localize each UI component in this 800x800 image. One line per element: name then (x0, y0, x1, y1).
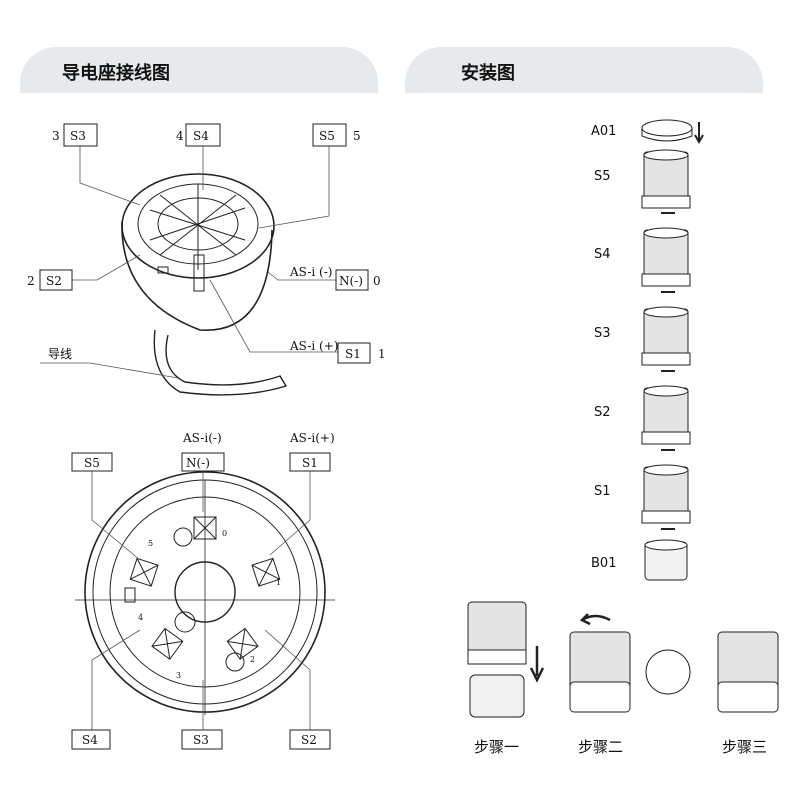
stack-label-s2: S2 (594, 405, 611, 420)
install-stack-drawing (467, 119, 779, 718)
pin-num-1: 1 (378, 347, 386, 361)
top-text-n: N(-) (186, 456, 210, 470)
pin-mark-4: 4 (138, 613, 143, 622)
stack-label-s3: S3 (594, 326, 611, 341)
pin-num-3: 3 (52, 129, 60, 143)
box-text-s2: S2 (46, 274, 62, 288)
bottom-text-s2: S2 (301, 733, 317, 747)
pin-num-5: 5 (353, 129, 361, 143)
connector-base-top-view (75, 471, 335, 715)
wire-label: 导线 (48, 347, 72, 361)
top-box-s1 (289, 452, 331, 472)
label-box-s1 (337, 342, 371, 364)
pin-mark-5: 5 (148, 539, 153, 548)
stack-label-s1: S1 (594, 484, 611, 499)
top-note-asi-plus: AS-i(+) (289, 431, 335, 445)
pin-mark-2: 2 (250, 655, 255, 664)
label-box-s5 (312, 123, 347, 147)
stack-label-s4: S4 (594, 247, 611, 262)
stack-label-a01: A01 (591, 124, 616, 139)
top-box-s5 (71, 452, 113, 472)
note-asi-plus: AS-i (+) (289, 339, 338, 353)
step-3-label: 步骤三 (722, 738, 767, 756)
box-text-s3: S3 (70, 129, 86, 143)
top-text-s1: S1 (302, 456, 318, 470)
step-2-label: 步骤二 (578, 738, 623, 756)
box-text-s4: S4 (193, 129, 209, 143)
box-text-s5: S5 (319, 129, 335, 143)
stack-label-b01: B01 (591, 556, 616, 571)
top-note-asi-minus: AS-i(-) (182, 431, 222, 445)
box-text-s1: S1 (345, 347, 361, 361)
top-box-n (181, 452, 225, 472)
label-box-s4 (185, 123, 221, 147)
label-box-s3 (63, 123, 98, 147)
bottom-box-s4 (71, 729, 111, 750)
wiring-section-header: 导电座接线图 (20, 47, 378, 93)
install-section-title: 安装图 (461, 63, 515, 84)
label-box-n (335, 269, 369, 291)
step-1-label: 步骤一 (474, 738, 519, 756)
pin-mark-1: 1 (276, 578, 281, 587)
bottom-box-s3 (181, 729, 223, 750)
install-section-header: 安装图 (405, 47, 763, 93)
bottom-text-s4: S4 (82, 733, 98, 747)
bottom-text-s3: S3 (193, 733, 209, 747)
top-text-s5: S5 (84, 456, 100, 470)
bottom-box-s2 (289, 729, 331, 750)
stack-label-s5: S5 (594, 169, 611, 184)
note-asi-minus: AS-i (-) (289, 265, 332, 279)
connector-base-3d-drawing (121, 173, 288, 396)
pin-num-2: 2 (27, 274, 35, 288)
pin-mark-3: 3 (176, 671, 181, 680)
wiring-section-title: 导电座接线图 (62, 63, 170, 84)
box-text-n: N(-) (339, 274, 363, 288)
pin-num-0: 0 (373, 274, 381, 288)
label-box-s2 (39, 269, 73, 291)
pin-num-4: 4 (176, 129, 184, 143)
pin-mark-0: 0 (222, 529, 227, 538)
